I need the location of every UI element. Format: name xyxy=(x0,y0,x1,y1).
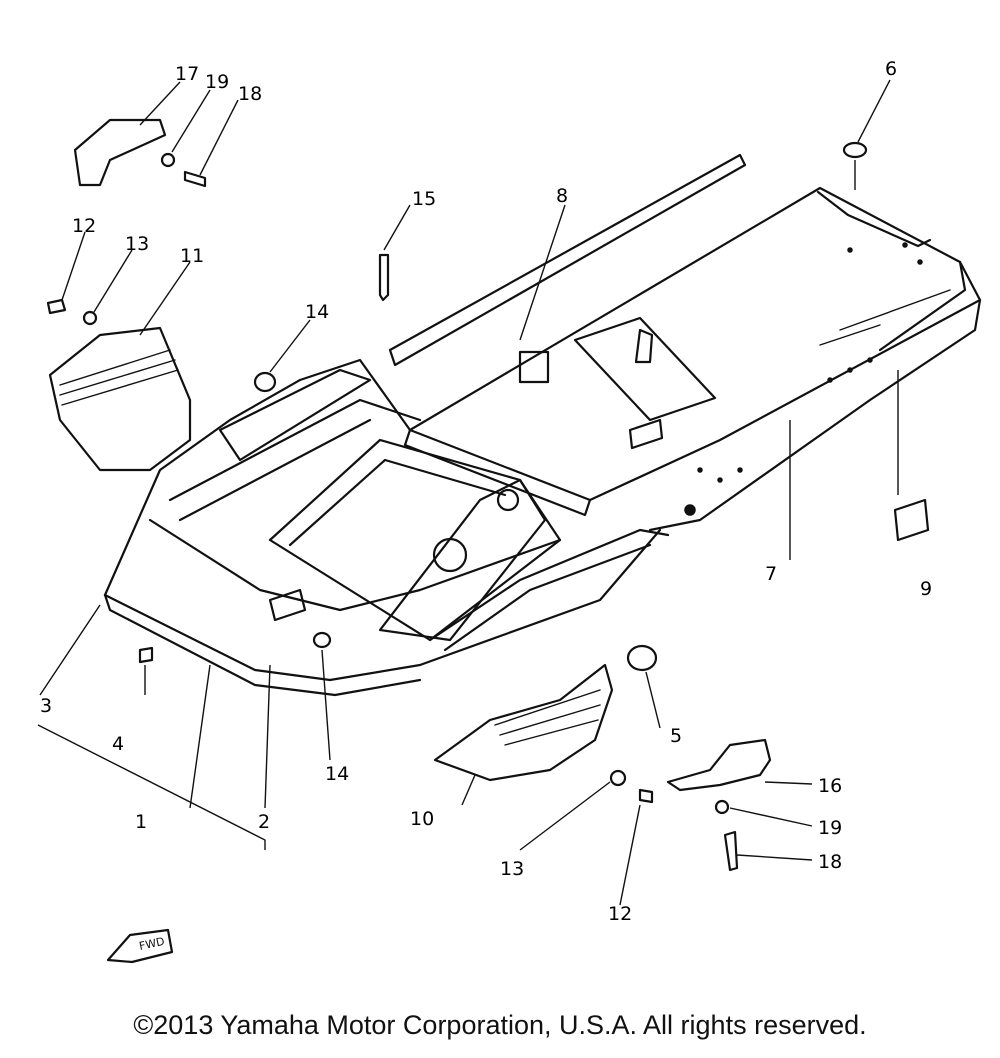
callout-numbers: 17 19 18 12 13 11 15 8 6 14 7 9 5 14 10 … xyxy=(40,58,932,925)
part-11-left-cover xyxy=(48,326,192,472)
part-5-grommet xyxy=(626,644,658,672)
part-9-plate xyxy=(893,498,930,542)
callout-8: 8 xyxy=(556,185,568,207)
part-15-pin xyxy=(378,253,390,302)
callout-3: 3 xyxy=(40,695,52,717)
callout-13: 13 xyxy=(125,233,149,255)
callout-15: 15 xyxy=(412,188,436,210)
part-8-strip xyxy=(388,153,747,367)
part-16-bracket xyxy=(666,738,772,792)
callout-1: 1 xyxy=(135,811,147,833)
fwd-arrow-icon: FWD xyxy=(106,928,174,964)
callout-14a: 14 xyxy=(305,301,329,323)
callout-11: 11 xyxy=(180,245,204,267)
callout-12: 12 xyxy=(72,215,96,237)
callout-18: 18 xyxy=(238,83,262,105)
callout-2: 2 xyxy=(258,811,270,833)
callout-9: 9 xyxy=(920,578,932,600)
exploded-parts-diagram: FWD 17 19 18 12 13 11 15 8 6 14 7 9 5 14… xyxy=(37,58,982,964)
callout-16: 16 xyxy=(818,775,842,797)
fasteners xyxy=(46,152,739,872)
callout-6: 6 xyxy=(885,58,897,80)
callout-7: 7 xyxy=(765,563,777,585)
leader-lines xyxy=(37,79,899,906)
callout-18b: 18 xyxy=(818,851,842,873)
part-6-cap xyxy=(842,141,868,159)
callout-19b: 19 xyxy=(818,817,842,839)
callout-17: 17 xyxy=(175,63,199,85)
callout-19: 19 xyxy=(205,71,229,93)
frame-assembly xyxy=(103,186,982,697)
callout-13b: 13 xyxy=(500,858,524,880)
callout-14b: 14 xyxy=(325,763,349,785)
callout-4: 4 xyxy=(112,733,124,755)
callout-12b: 12 xyxy=(608,903,632,925)
callout-10: 10 xyxy=(410,808,434,830)
callout-5: 5 xyxy=(670,725,682,747)
part-17-bracket xyxy=(73,118,167,187)
fwd-label: FWD xyxy=(138,935,166,953)
copyright-notice: ©2013 Yamaha Motor Corporation, U.S.A. A… xyxy=(133,1010,867,1040)
part-10-right-cover xyxy=(433,663,614,782)
